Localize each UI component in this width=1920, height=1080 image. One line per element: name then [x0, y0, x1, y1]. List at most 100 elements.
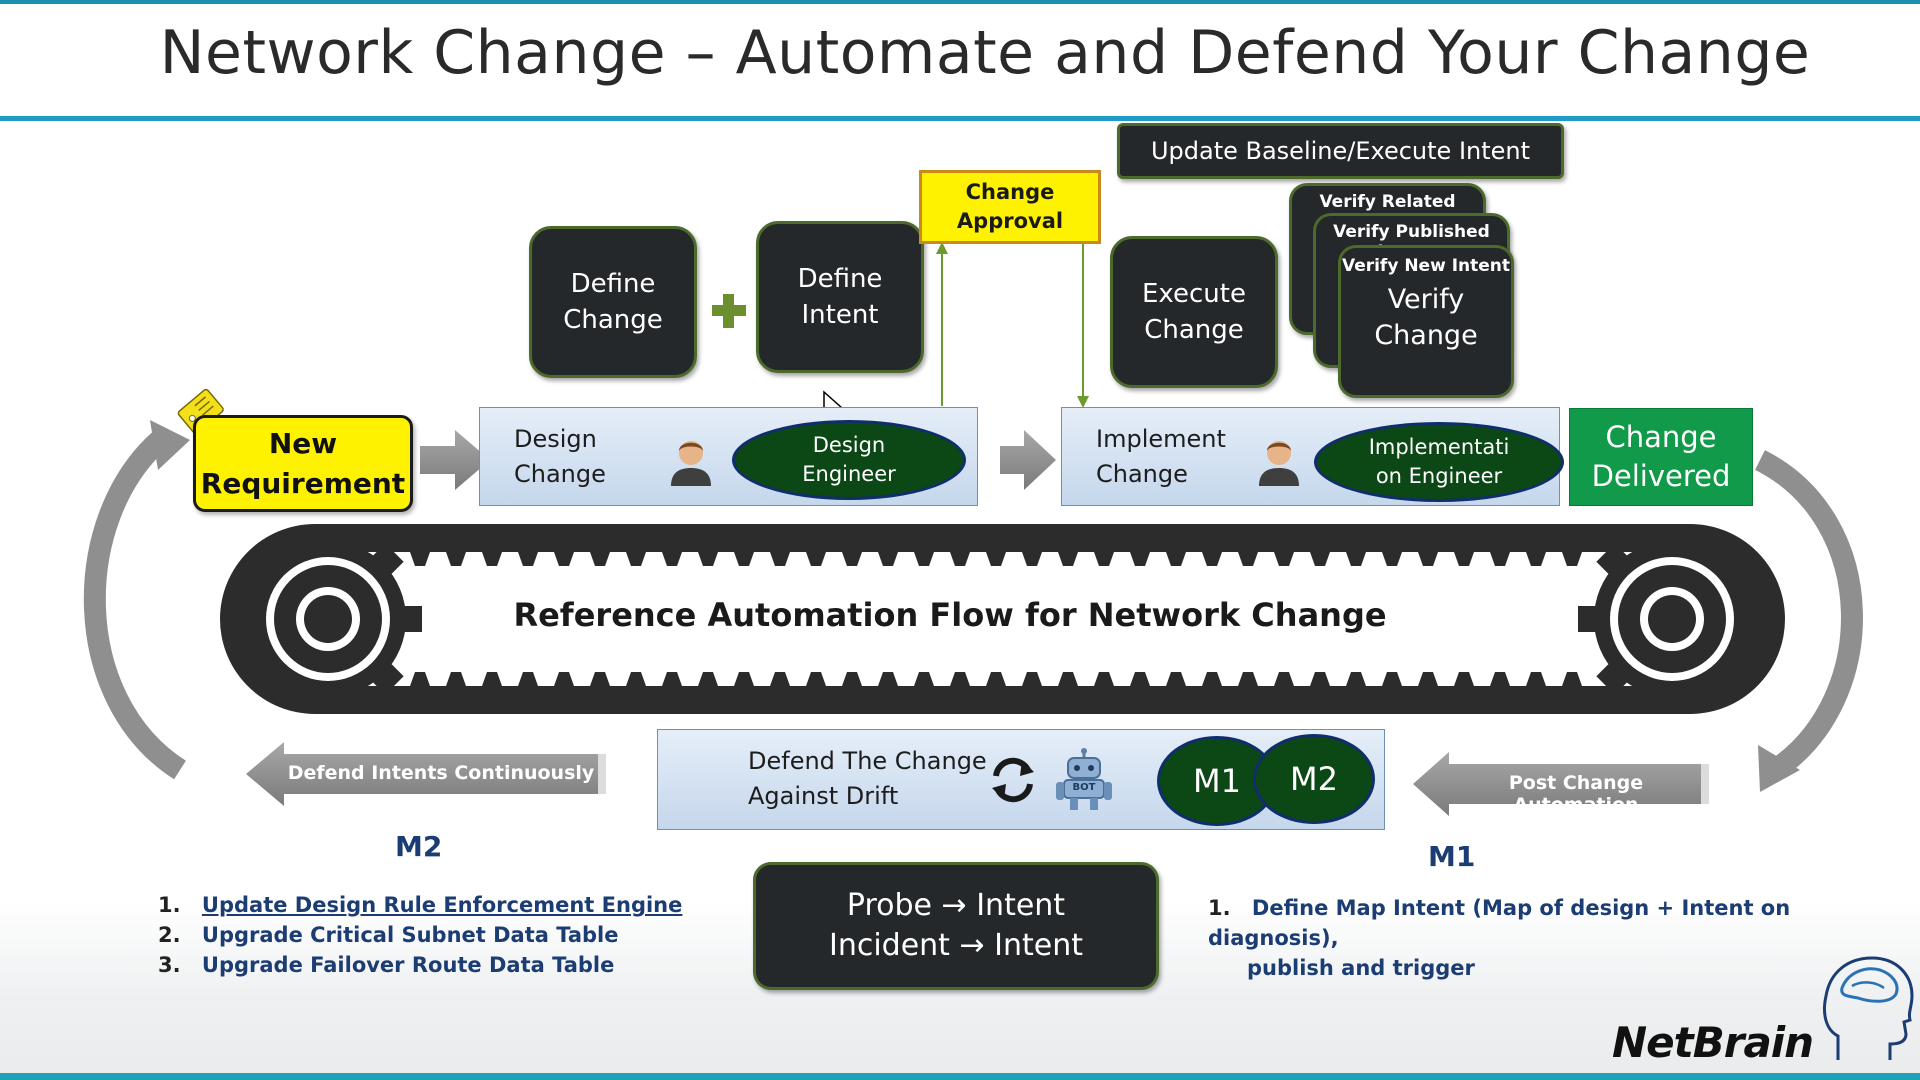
belt-tooth [806, 552, 826, 566]
belt-tooth [662, 672, 682, 686]
change-delivered-line1: Change [1605, 420, 1717, 454]
belt-tooth [1454, 552, 1474, 566]
belt-tooth [770, 672, 790, 686]
belt-tooth [770, 552, 790, 566]
probe-incident-box: Probe → Intent Incident → Intent [753, 862, 1159, 990]
belt-tooth [1382, 672, 1402, 686]
belt-tooth [662, 552, 682, 566]
belt-tooth [986, 552, 1006, 566]
list-item: 3. Upgrade Failover Route Data Table [158, 950, 682, 980]
incident-intent-label: Incident → Intent [828, 928, 1084, 963]
post-change-arrow: Post Change Automation [1413, 752, 1709, 816]
belt-tooth [698, 552, 718, 566]
belt-tooth [1418, 672, 1438, 686]
belt-tooth [626, 672, 646, 686]
defend-intents-arrow: Defend Intents Continuously [246, 742, 606, 806]
design-change-line1: Design [514, 425, 597, 453]
verify-change-line2: Change [1374, 320, 1478, 351]
belt-tooth [626, 552, 646, 566]
left-loop-arrow-icon [83, 420, 190, 780]
probe-intent-label: Probe → Intent [846, 888, 1066, 923]
slide-title: Network Change – Automate and Defend You… [159, 18, 1811, 88]
list-number: 2. [158, 923, 181, 947]
belt-tooth [1094, 552, 1114, 566]
list-text: Upgrade Failover Route Data Table [201, 953, 615, 977]
belt-tooth [806, 672, 826, 686]
person-icon [671, 441, 711, 486]
design-engineer-line1: Design [812, 433, 886, 457]
conveyor-belt [220, 524, 1785, 714]
update-design-rule-link[interactable]: Update Design Rule Enforcement Engine [201, 893, 683, 917]
m1-label: M1 [1193, 762, 1241, 800]
left-gear-icon [234, 525, 422, 713]
flow-arrow-icon [1000, 430, 1056, 490]
belt-tooth [518, 552, 538, 566]
belt-tooth [878, 552, 898, 566]
belt-tooth [698, 672, 718, 686]
define-change-line2: Change [563, 305, 663, 335]
design-change-label: Design Change [514, 422, 606, 492]
verify-change-card: Verify New Intent Verify Change [1338, 245, 1514, 398]
belt-tooth [1166, 552, 1186, 566]
belt-tooth [842, 672, 862, 686]
top-accent-line [0, 0, 1920, 4]
belt-tooth [1130, 552, 1150, 566]
belt-tooth [1274, 552, 1294, 566]
belt-tooth [842, 552, 862, 566]
plus-icon [712, 294, 746, 328]
bot-icon: BOT [1054, 748, 1114, 812]
define-intent-box: Define Intent [756, 221, 924, 373]
define-intent-line1: Define [797, 264, 883, 294]
belt-tooth [950, 552, 970, 566]
belt-tooth [1238, 672, 1258, 686]
person-icon [1259, 441, 1299, 486]
defend-change-line2: Against Drift [748, 782, 899, 810]
m2-heading: M2 [395, 830, 443, 863]
design-engineer-line2: Engineer [802, 462, 896, 486]
change-approval-line1: Change [965, 180, 1055, 204]
belt-tooth [734, 672, 754, 686]
new-requirement-line2: Requirement [200, 466, 406, 500]
list-item: 1. Update Design Rule Enforcement Engine [158, 890, 682, 920]
belt-tooth [446, 552, 466, 566]
bot-graphic [1056, 748, 1112, 810]
list-number: 1. [1208, 896, 1231, 920]
belt-tooth [554, 552, 574, 566]
belt-tooth [986, 672, 1006, 686]
m2-list: 1. Update Design Rule Enforcement Engine… [158, 890, 682, 980]
belt-tooth [914, 672, 934, 686]
defend-intents-label: Defend Intents Continuously [287, 762, 595, 784]
belt-tooth [1526, 552, 1546, 566]
list-item: 1. Define Map Intent (Map of design + In… [1208, 893, 1920, 953]
netbrain-logo: NetBrain [1612, 1018, 1814, 1067]
belt-tooth [1346, 672, 1366, 686]
refresh-icon [992, 757, 1034, 803]
list-text: Define Map Intent (Map of design + Inten… [1208, 896, 1791, 950]
verify-new-intent-label: Verify New Intent [1341, 256, 1511, 276]
post-change-label: Post Change Automation [1508, 772, 1644, 816]
list-item: 2. Upgrade Critical Subnet Data Table [158, 920, 682, 950]
belt-tooth [1490, 552, 1510, 566]
m2-ellipse: M2 [1253, 734, 1375, 824]
belt-tooth [518, 672, 538, 686]
define-change-line1: Define [570, 269, 656, 299]
belt-tooth [446, 672, 466, 686]
list-text: Upgrade Critical Subnet Data Table [201, 923, 619, 947]
belt-tooth [1166, 672, 1186, 686]
defend-change-line1: Defend The Change [748, 747, 987, 775]
m2-label: M2 [1290, 760, 1338, 798]
belt-tooth [1238, 552, 1258, 566]
belt-tooth [1058, 552, 1078, 566]
belt-tooth [1022, 552, 1042, 566]
belt-tooth [950, 672, 970, 686]
belt-tooth [410, 672, 430, 686]
belt-tooth [1058, 672, 1078, 686]
right-gear-icon [1578, 525, 1766, 713]
belt-tooth [1202, 672, 1222, 686]
implementation-engineer-ellipse: Implementati on Engineer [1314, 422, 1564, 502]
define-change-box: Define Change [529, 226, 697, 378]
new-requirement-line1: New [268, 426, 338, 460]
belt-tooth [1454, 672, 1474, 686]
